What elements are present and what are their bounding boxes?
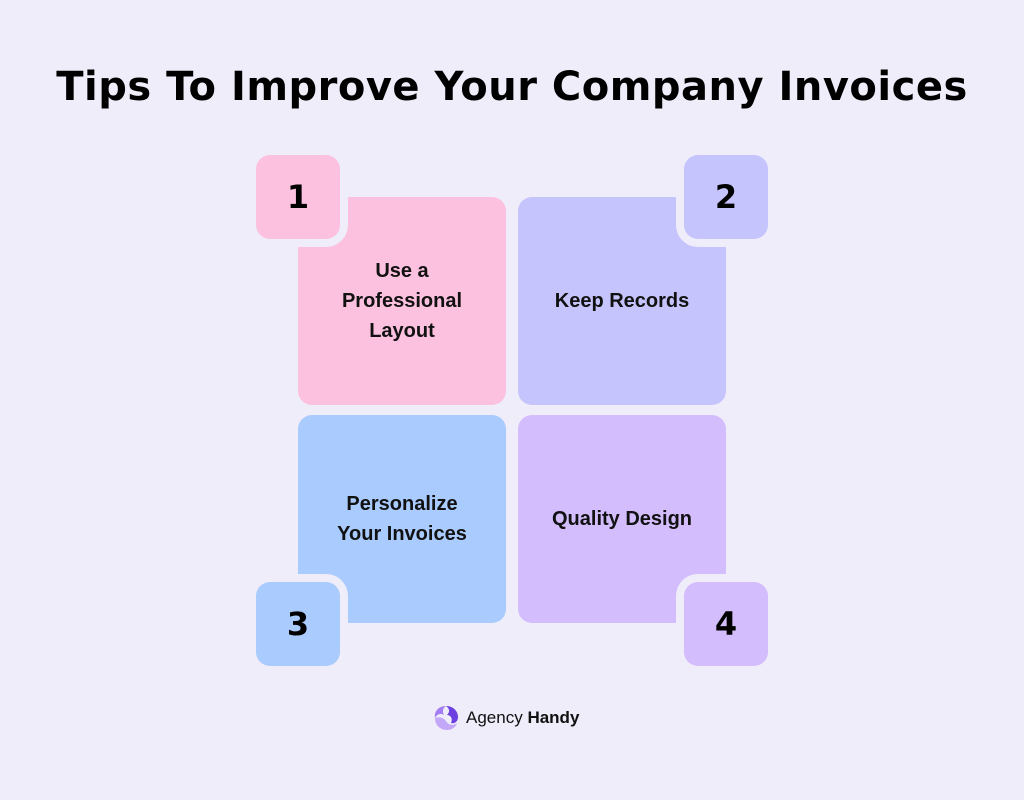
tip-label: Keep Records xyxy=(554,290,690,312)
page-title: Tips To Improve Your Company Invoices xyxy=(56,64,968,110)
brand-name: Agency Handy xyxy=(466,708,580,727)
tip-number-badge-2: 2 xyxy=(684,155,768,239)
tip-number-badge-4: 4 xyxy=(684,582,768,666)
tip-number-badge-3: 3 xyxy=(256,582,340,666)
tip-label: Personalize Your Invoices xyxy=(337,493,467,545)
brand-logo: Agency Handy xyxy=(432,704,579,732)
tip-label: Use a Professional Layout xyxy=(341,260,463,342)
agency-handy-logo-icon xyxy=(434,706,458,730)
tip-number-badge-1: 1 xyxy=(256,155,340,239)
tip-label: Quality Design xyxy=(551,508,693,530)
